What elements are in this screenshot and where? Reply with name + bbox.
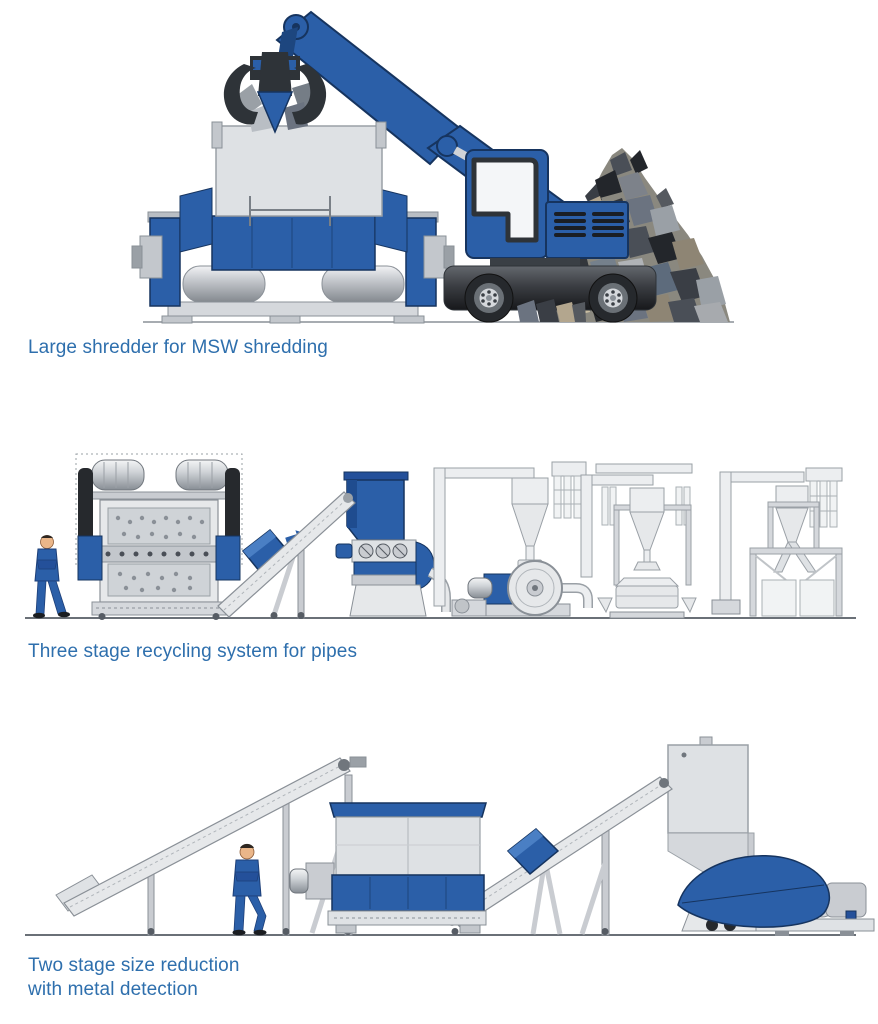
granulator	[667, 736, 875, 936]
grab-claw-icon	[223, 52, 327, 134]
single-shaft-shredder	[289, 802, 487, 934]
wheel	[464, 273, 514, 323]
figure-caption-two-stage: Two stage size reduction with metal dete…	[28, 955, 240, 1001]
three-stage-recycling-illustration	[25, 453, 856, 620]
filter-socks	[551, 461, 587, 519]
waste-foreground	[517, 299, 586, 322]
granulator	[335, 471, 451, 617]
long-infeed-conveyor	[55, 756, 367, 936]
wheel	[588, 273, 638, 323]
figure-caption-three-stage: Three stage recycling system for pipes	[28, 641, 358, 662]
pulverizer-mill	[451, 560, 593, 617]
cyclone-sifter-station	[580, 463, 697, 619]
figure-two-stage-system	[0, 733, 878, 945]
infeed-conveyor	[217, 491, 356, 619]
figure-caption-large-shredder: Large shredder for MSW shredding	[28, 337, 328, 358]
figure-three-stage-system	[0, 430, 878, 625]
bagging-station	[711, 467, 843, 617]
large-shredder-machine	[131, 187, 455, 324]
twin-shaft-shredder	[75, 453, 243, 620]
operator-person	[232, 843, 267, 936]
excavator	[443, 149, 657, 323]
operator-person	[33, 535, 70, 619]
two-stage-reduction-illustration	[25, 736, 875, 936]
metal-detector-box	[506, 827, 560, 876]
figure-large-shredder	[0, 0, 878, 330]
shredder-hopper	[211, 121, 387, 226]
msw-shredder-illustration	[131, 10, 734, 324]
